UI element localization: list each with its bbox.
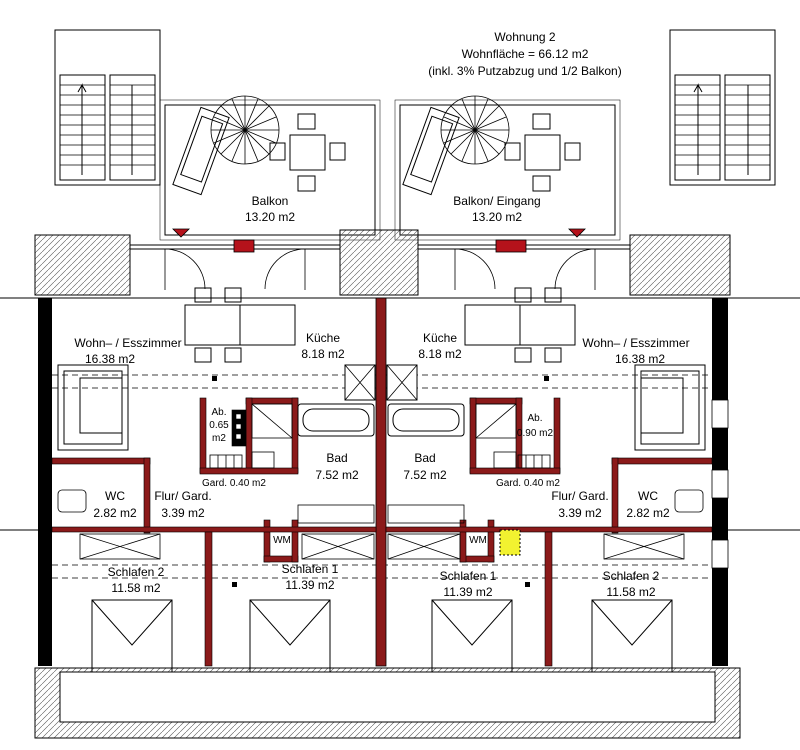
ab-right-name: Ab. xyxy=(527,413,542,424)
bathtubs xyxy=(297,403,465,437)
balkon-left-area: 13.20 m2 xyxy=(245,210,295,224)
balcony-table-right xyxy=(504,113,581,192)
bad-right-name: Bad xyxy=(414,451,435,465)
planter-boxes xyxy=(34,229,731,296)
kueche-right-name: Küche xyxy=(423,331,457,345)
sofa-left xyxy=(57,364,129,451)
header-line1: Wohnung 2 xyxy=(494,30,555,44)
dining-table-right xyxy=(464,287,576,363)
wohn-right-name: Wohn– / Esszimmer xyxy=(582,336,689,350)
bottom-terrace xyxy=(59,671,716,723)
header-block: Wohnung 2 Wohnfläche = 66.12 m2 (inkl. 3… xyxy=(428,30,621,78)
flur-right-name: Flur/ Gard. xyxy=(551,489,608,503)
dining-table-left xyxy=(184,287,296,363)
parasol-left xyxy=(210,95,280,165)
gard-left: Gard. 0.40 m2 xyxy=(202,478,266,489)
shaft-left-cross xyxy=(344,364,376,401)
abstellraum-shelves xyxy=(231,409,247,447)
staircase-left xyxy=(54,29,161,186)
showers xyxy=(251,403,517,439)
wm-left: WM xyxy=(273,535,291,546)
schlafen2-left-area: 11.58 m2 xyxy=(111,581,160,595)
balcony-table-left xyxy=(269,113,346,192)
schlafen2-right-area: 11.58 m2 xyxy=(606,585,655,599)
gard-right: Gard. 0.40 m2 xyxy=(496,478,560,489)
wm-right: WM xyxy=(469,535,487,546)
ab-left-name: Ab. xyxy=(211,407,226,418)
ab-right-area: 0.90 m2 xyxy=(517,428,554,439)
schlafen1-right-area: 11.39 m2 xyxy=(443,585,492,599)
kueche-left-area: 8.18 m2 xyxy=(301,347,345,361)
window-reveals xyxy=(711,399,729,569)
flur-right-area: 3.39 m2 xyxy=(558,506,602,520)
schlafen1-right-name: Schlafen 1 xyxy=(440,569,497,583)
kueche-left-name: Küche xyxy=(306,331,340,345)
wc-right-area: 2.82 m2 xyxy=(626,506,670,520)
flur-left-area: 3.39 m2 xyxy=(161,506,205,520)
wc-left-area: 2.82 m2 xyxy=(93,506,137,520)
wc-left-name: WC xyxy=(105,489,125,503)
bad-left-area: 7.52 m2 xyxy=(315,468,359,482)
door-markers xyxy=(172,228,586,253)
wohn-left-area: 16.38 m2 xyxy=(85,352,135,366)
flur-left-name: Flur/ Gard. xyxy=(154,489,211,503)
schlafen1-left-area: 11.39 m2 xyxy=(285,578,334,592)
parasol-right xyxy=(440,95,510,165)
bad-left-name: Bad xyxy=(326,451,347,465)
wc-right-name: WC xyxy=(638,489,658,503)
garderobe-racks xyxy=(209,454,551,469)
wohn-left-name: Wohn– / Esszimmer xyxy=(74,336,181,350)
wohn-right-area: 16.38 m2 xyxy=(615,352,665,366)
sofa-right xyxy=(634,364,706,451)
shaft-right-cross xyxy=(386,364,418,401)
balkon-right-name: Balkon/ Eingang xyxy=(453,194,540,208)
party-wall xyxy=(375,297,387,667)
balkon-left-name: Balkon xyxy=(252,194,289,208)
lounger-right xyxy=(402,106,460,196)
balcony-left xyxy=(159,99,381,241)
schlafen2-right-name: Schlafen 2 xyxy=(603,569,660,583)
bad-right-area: 7.52 m2 xyxy=(403,468,447,482)
staircase-right xyxy=(669,29,776,186)
lounger-left xyxy=(172,106,230,196)
ab-left-area1: 0.65 xyxy=(209,420,229,431)
header-line2: Wohnfläche = 66.12 m2 xyxy=(462,47,589,61)
closets xyxy=(79,533,685,560)
kueche-right-area: 8.18 m2 xyxy=(418,347,462,361)
balkon-right-area: 13.20 m2 xyxy=(472,210,522,224)
schlafen2-left-name: Schlafen 2 xyxy=(108,565,165,579)
toilets-sinks xyxy=(57,451,704,524)
highlight-marker xyxy=(499,529,521,556)
column-markers xyxy=(212,376,549,587)
ab-left-area2: m2 xyxy=(212,433,226,444)
interior-walls xyxy=(51,397,713,667)
schlafen1-left-name: Schlafen 1 xyxy=(282,562,339,576)
balcony-doors xyxy=(164,248,596,290)
header-line3: (inkl. 3% Putzabzug und 1/2 Balkon) xyxy=(428,64,621,78)
